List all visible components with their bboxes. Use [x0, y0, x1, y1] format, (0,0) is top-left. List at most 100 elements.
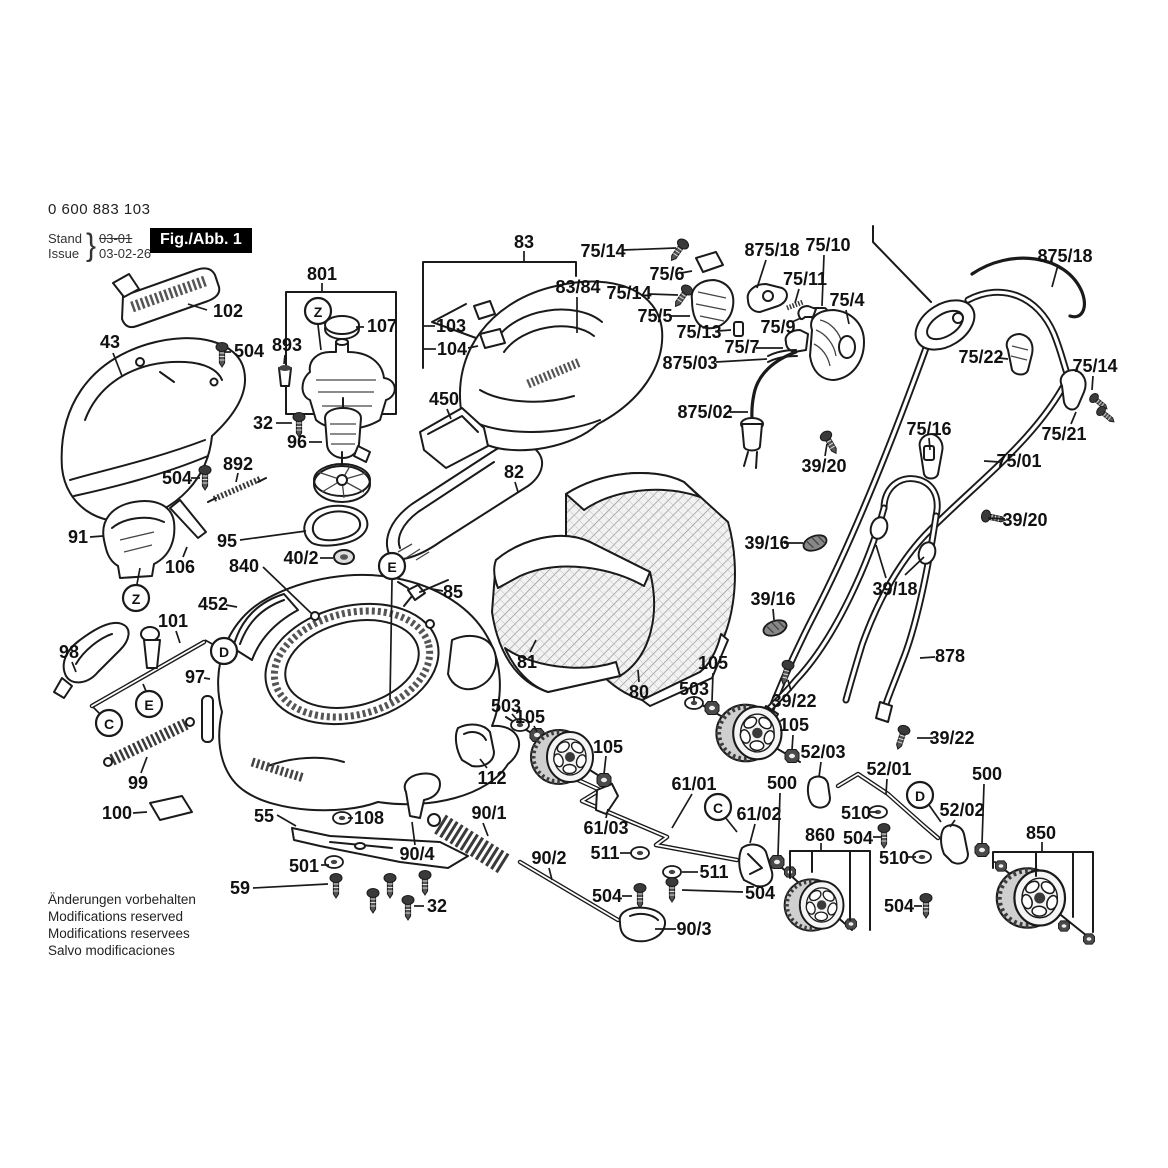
part-callout-97: 97 — [185, 667, 205, 687]
leader-line — [446, 408, 452, 420]
part-callout-99: 99 — [128, 773, 148, 793]
part-callout-504: 504 — [592, 886, 622, 906]
leader-line — [203, 677, 211, 680]
lever-98-part — [53, 622, 130, 699]
crank-85-part — [397, 579, 449, 607]
leader-line — [317, 324, 322, 351]
letter-marker-label-Z: Z — [314, 304, 323, 320]
letter-marker-label-C: C — [713, 800, 723, 816]
part-callout-90-3: 90/3 — [676, 919, 711, 939]
nut-850-a — [995, 860, 1007, 872]
letter-marker-C — [94, 708, 124, 738]
part-callout-892: 892 — [223, 454, 253, 474]
leader-line — [548, 867, 553, 881]
part-callout-75-6: 75/6 — [649, 264, 684, 284]
belt-part — [303, 504, 369, 547]
leader-line — [928, 437, 931, 451]
leader-line — [818, 761, 822, 778]
leader-line — [724, 816, 738, 833]
part-callout-875-02: 875/02 — [677, 402, 732, 422]
leader-line — [92, 706, 101, 715]
part-callout-75-10: 75/10 — [805, 235, 850, 255]
leader-line — [136, 567, 141, 585]
part-callout-105: 105 — [698, 653, 728, 673]
rod-101-part — [89, 626, 207, 709]
letter-marker-D — [905, 780, 935, 810]
letter-marker-E — [377, 551, 407, 581]
part-callout-504: 504 — [884, 896, 914, 916]
leader-line — [283, 354, 286, 365]
washer-511-a — [630, 846, 650, 860]
washer-501 — [324, 855, 344, 869]
stand-value: 03-01 — [99, 231, 133, 246]
part-callout-840: 840 — [229, 556, 259, 576]
footer-line-es: Salvo modificaciones — [48, 943, 175, 958]
letter-marker-label-D: D — [915, 788, 925, 804]
part-callout-893: 893 — [272, 335, 302, 355]
screw-39-22-b — [891, 723, 912, 752]
part-callout-105: 105 — [779, 715, 809, 735]
part-callout-39-20: 39/20 — [1002, 510, 1047, 530]
part-callout-39-20: 39/20 — [801, 456, 846, 476]
part-callout-75-9: 75/9 — [760, 317, 795, 337]
leader-line — [479, 758, 488, 769]
part-callout-75-11: 75/11 — [783, 269, 827, 289]
leader-line — [791, 317, 802, 323]
part-callout-32: 32 — [253, 413, 273, 433]
leader-line — [603, 755, 607, 775]
leader-line — [225, 604, 238, 608]
letter-marker-D — [209, 636, 239, 666]
part-callout-98: 98 — [59, 642, 79, 662]
torsion-bar-61-01 — [553, 767, 774, 888]
nut-850-c — [1083, 933, 1095, 945]
leader-line — [112, 352, 123, 377]
screw-32-d — [366, 888, 380, 914]
leader-line — [756, 259, 767, 289]
screw-504-b — [198, 465, 212, 491]
document-footer: Änderungen vorbehalten Modifications res… — [48, 891, 196, 959]
part-callout-510: 510 — [841, 803, 871, 823]
letter-marker-label-C: C — [104, 716, 114, 732]
wheel-assembly-860 — [785, 879, 844, 930]
leader-line — [1070, 411, 1077, 425]
part-callout-75-13: 75/13 — [676, 322, 721, 342]
grab-handle-part — [112, 267, 221, 329]
leader-line — [715, 358, 768, 363]
part-callout-80: 80 — [629, 682, 649, 702]
screw-504-e — [877, 823, 891, 849]
leader-line — [511, 713, 520, 723]
part-callout-801: 801 — [307, 264, 337, 284]
part-callout-511: 511 — [590, 843, 619, 863]
part-callout-75-21: 75/21 — [1041, 424, 1086, 444]
cover-box-bracket — [422, 225, 932, 369]
fan-part — [313, 451, 371, 503]
blade-part — [291, 827, 469, 869]
brace-glyph: } — [85, 228, 97, 263]
leader-line — [949, 819, 956, 828]
part-callout-106: 106 — [165, 557, 195, 577]
leader-line — [1051, 264, 1059, 288]
leader-line — [431, 588, 444, 592]
part-callout-32: 32 — [427, 896, 447, 916]
letter-marker-Z — [303, 296, 333, 326]
part-callout-90-4: 90/4 — [399, 844, 434, 864]
stand-label: Stand — [48, 231, 82, 246]
leader-line — [71, 661, 77, 673]
stand-issue-block: Stand Issue } 03-01 03-02-26 — [48, 228, 151, 263]
leader-line — [142, 683, 147, 692]
part-callout-850: 850 — [1026, 823, 1056, 843]
part-number: 0 600 883 103 — [48, 201, 151, 218]
footer-line-en: Modifications reserved — [48, 909, 184, 924]
part-callout-501: 501 — [289, 856, 319, 876]
part-callout-61-03: 61/03 — [583, 818, 628, 838]
lower-handlebar — [757, 475, 941, 729]
leader-line — [622, 247, 677, 251]
screw-32-e — [401, 895, 415, 921]
front-hood-part — [60, 337, 247, 523]
leader-line — [529, 639, 537, 653]
part-callout-510: 510 — [879, 848, 909, 868]
leader-line — [791, 734, 794, 751]
leader-line — [276, 814, 297, 827]
part-callout-75-4: 75/4 — [829, 290, 864, 310]
letter-marker-label-D: D — [219, 644, 229, 660]
